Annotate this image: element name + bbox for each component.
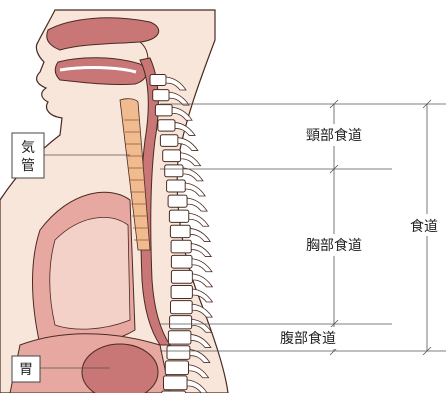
spinous-process (185, 183, 205, 196)
vertebra (150, 75, 166, 86)
vertebra (168, 331, 191, 344)
stomach-label: 胃 (19, 362, 33, 378)
vertebra (171, 255, 192, 268)
vertebra (170, 316, 192, 329)
vertebra (171, 270, 192, 283)
vertebra (163, 150, 181, 162)
vertebra (164, 376, 188, 390)
cervical-esophagus-label: 頸部食道 (306, 127, 362, 144)
vertebra (171, 286, 192, 299)
vertebra (167, 180, 186, 192)
vertebra (158, 120, 175, 131)
vertebra (153, 90, 169, 101)
spinous-process (191, 244, 211, 257)
vertebra (160, 135, 178, 147)
vertebra (171, 301, 193, 314)
spinous-process (178, 138, 198, 151)
vertebra (169, 210, 188, 222)
spinous-process (192, 274, 212, 287)
vertebra (167, 346, 190, 360)
spinous-process (190, 228, 210, 241)
vertebra (168, 195, 187, 207)
trachea-label-char-2: 管 (21, 158, 35, 174)
vertebra (155, 105, 172, 116)
vertebra (165, 361, 188, 375)
spinous-process (181, 153, 201, 166)
abdominal-esophagus-label: 腹部食道 (280, 330, 336, 347)
vertebra (165, 165, 183, 177)
esophagus-label: 食道 (410, 218, 438, 235)
spinous-process (189, 213, 209, 226)
thoracic-esophagus-label: 胸部食道 (306, 237, 362, 254)
spinous-process (183, 168, 203, 181)
spinous-process (192, 259, 212, 272)
spinous-process (187, 198, 207, 211)
vertebra (171, 240, 191, 253)
vertebra (170, 225, 190, 237)
trachea-label-char-1: 気 (21, 140, 35, 156)
